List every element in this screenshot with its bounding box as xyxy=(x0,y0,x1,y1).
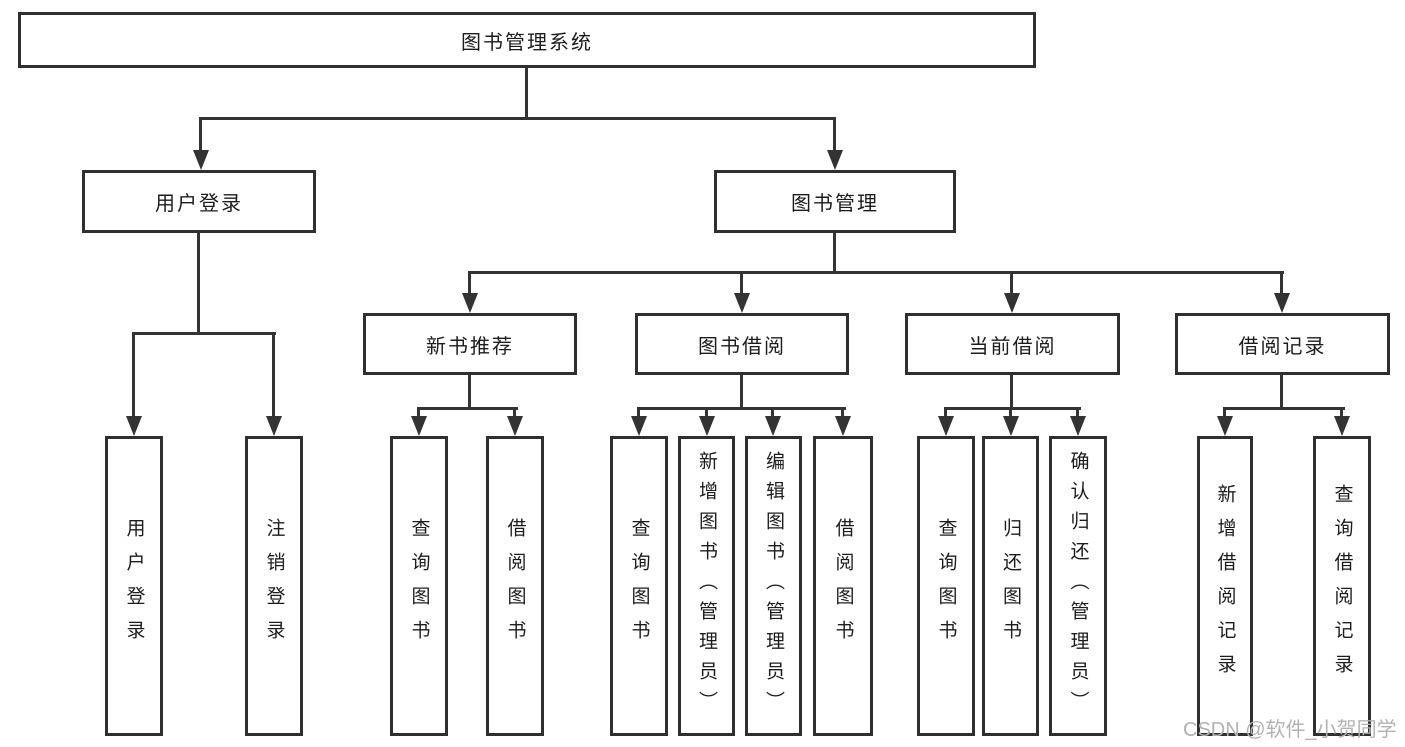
node-new-book-recommendation: 新书推荐 xyxy=(363,313,577,375)
arrow-head xyxy=(411,416,427,436)
connector-segment xyxy=(637,407,846,410)
connector-segment xyxy=(468,375,471,410)
node-label: 当前借阅 xyxy=(968,335,1057,358)
connector-segment xyxy=(468,271,1284,274)
node-label: 用户登录 xyxy=(155,193,243,215)
arrow-head xyxy=(1274,293,1290,313)
connector-segment xyxy=(199,117,836,120)
connector-segment xyxy=(833,233,836,274)
arrow-head xyxy=(835,416,851,436)
connector-segment xyxy=(513,409,516,419)
connector-segment xyxy=(771,409,774,419)
connector-segment xyxy=(1223,409,1226,419)
node-label: 新书推荐 xyxy=(426,335,514,358)
connector-segment xyxy=(525,68,528,120)
node-label: 注销登录 xyxy=(263,518,285,654)
connector-segment xyxy=(272,334,275,417)
node-label: 用户登录 xyxy=(123,518,145,654)
connector-segment xyxy=(637,409,640,419)
connector-segment xyxy=(841,409,844,419)
node-borrow-books-recommend: 借阅图书 xyxy=(486,436,544,736)
connector-segment xyxy=(1280,272,1283,296)
connector-segment xyxy=(1340,409,1343,419)
node-borrowing-records: 借阅记录 xyxy=(1175,313,1390,375)
connector-segment xyxy=(468,272,471,296)
node-add-borrow-record: 新增借阅记录 xyxy=(1197,436,1253,736)
arrow-head xyxy=(765,416,781,436)
connector-segment xyxy=(417,407,518,410)
node-label: 图书管理 xyxy=(791,193,879,215)
node-query-books-borrowing: 查询图书 xyxy=(610,436,668,736)
node-label: 新增图书（管理员） xyxy=(696,451,717,721)
node-current-borrowing: 当前借阅 xyxy=(905,313,1120,375)
node-label: 确认归还（管理员） xyxy=(1067,451,1089,721)
node-user-login-leaf: 用户登录 xyxy=(105,436,163,736)
connector-segment xyxy=(1223,407,1345,410)
node-query-borrow-record: 查询借阅记录 xyxy=(1313,436,1371,736)
arrow-head xyxy=(1003,416,1019,436)
connector-segment xyxy=(417,409,420,419)
node-user-login: 用户登录 xyxy=(82,170,316,233)
node-label: 归还图书 xyxy=(1000,518,1021,654)
connector-segment xyxy=(740,375,743,410)
connector-segment xyxy=(197,233,200,334)
arrow-head xyxy=(734,293,750,313)
connector-segment xyxy=(740,272,743,296)
connector-segment xyxy=(199,118,202,152)
arrow-head xyxy=(938,416,954,436)
connector-segment xyxy=(944,407,1081,410)
arrow-head xyxy=(1334,416,1350,436)
node-label: 查询图书 xyxy=(408,518,430,654)
connector-segment xyxy=(833,118,836,152)
connector-segment xyxy=(132,332,276,335)
arrow-head xyxy=(827,150,843,170)
arrow-head xyxy=(126,416,142,436)
arrow-head xyxy=(1070,416,1086,436)
arrow-head xyxy=(193,150,209,170)
arrow-head xyxy=(1004,293,1020,313)
arrow-head xyxy=(1217,416,1233,436)
node-query-books-current: 查询图书 xyxy=(917,436,975,736)
node-borrow-books: 借阅图书 xyxy=(813,436,873,736)
node-book-borrowing: 图书借阅 xyxy=(635,313,849,375)
node-label: 借阅记录 xyxy=(1238,335,1327,358)
arrow-head xyxy=(266,416,282,436)
node-query-books-recommend: 查询图书 xyxy=(390,436,448,736)
connector-segment xyxy=(944,409,947,419)
connector-segment xyxy=(1076,409,1079,419)
node-library-management-system: 图书管理系统 xyxy=(18,12,1036,68)
node-label: 借阅图书 xyxy=(504,518,526,654)
node-label: 图书管理系统 xyxy=(461,31,593,54)
connector-segment xyxy=(1010,375,1013,410)
node-label: 查询借阅记录 xyxy=(1331,484,1353,688)
arrow-head xyxy=(462,293,478,313)
csdn-watermark: CSDN @软件_小贺同学 xyxy=(1183,719,1397,741)
connector-segment xyxy=(1010,272,1013,296)
node-label: 借阅图书 xyxy=(832,518,854,654)
connector-segment xyxy=(705,409,708,419)
node-confirm-return-admin: 确认归还（管理员） xyxy=(1049,436,1107,736)
node-label: 图书借阅 xyxy=(698,335,786,358)
arrow-head xyxy=(631,416,647,436)
node-logout: 注销登录 xyxy=(245,436,303,736)
connector-segment xyxy=(132,334,135,417)
node-label: 查询图书 xyxy=(935,518,957,654)
connector-segment xyxy=(1009,409,1012,419)
node-add-book-admin: 新增图书（管理员） xyxy=(678,436,735,736)
node-label: 编辑图书（管理员） xyxy=(763,451,784,721)
arrow-head xyxy=(699,416,715,436)
node-return-books: 归还图书 xyxy=(982,436,1039,736)
node-book-management: 图书管理 xyxy=(714,170,956,233)
node-edit-book-admin: 编辑图书（管理员） xyxy=(745,436,802,736)
arrow-head xyxy=(507,416,523,436)
connector-segment xyxy=(1280,375,1283,410)
node-label: 新增借阅记录 xyxy=(1214,484,1236,688)
node-label: 查询图书 xyxy=(628,518,650,654)
